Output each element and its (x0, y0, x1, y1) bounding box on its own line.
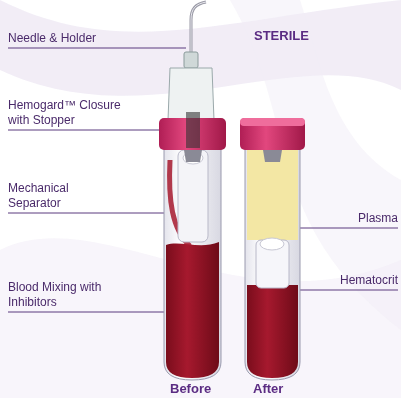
before-tube (159, 2, 226, 380)
tube-body (245, 145, 300, 380)
needle-hub (184, 52, 198, 68)
part-label: Hemogard™ Closure with Stopper (8, 98, 128, 128)
blood (166, 242, 219, 378)
after-tube (240, 118, 305, 380)
plasma (247, 150, 298, 240)
blood (247, 285, 298, 378)
separator (178, 150, 208, 242)
part-label: Needle & Holder (8, 31, 178, 46)
tube-body (164, 145, 221, 380)
state-label: Before (170, 381, 230, 397)
part-label: Mechanical Separator (8, 181, 98, 211)
part-label: Blood Mixing with Inhibitors (8, 280, 103, 310)
part-label: Plasma (298, 211, 398, 226)
state-label: After (253, 381, 313, 397)
sterile-mark: STERILE (254, 28, 334, 44)
part-label: Hematocrit (298, 273, 398, 288)
needle (191, 2, 206, 58)
closure (240, 118, 305, 150)
